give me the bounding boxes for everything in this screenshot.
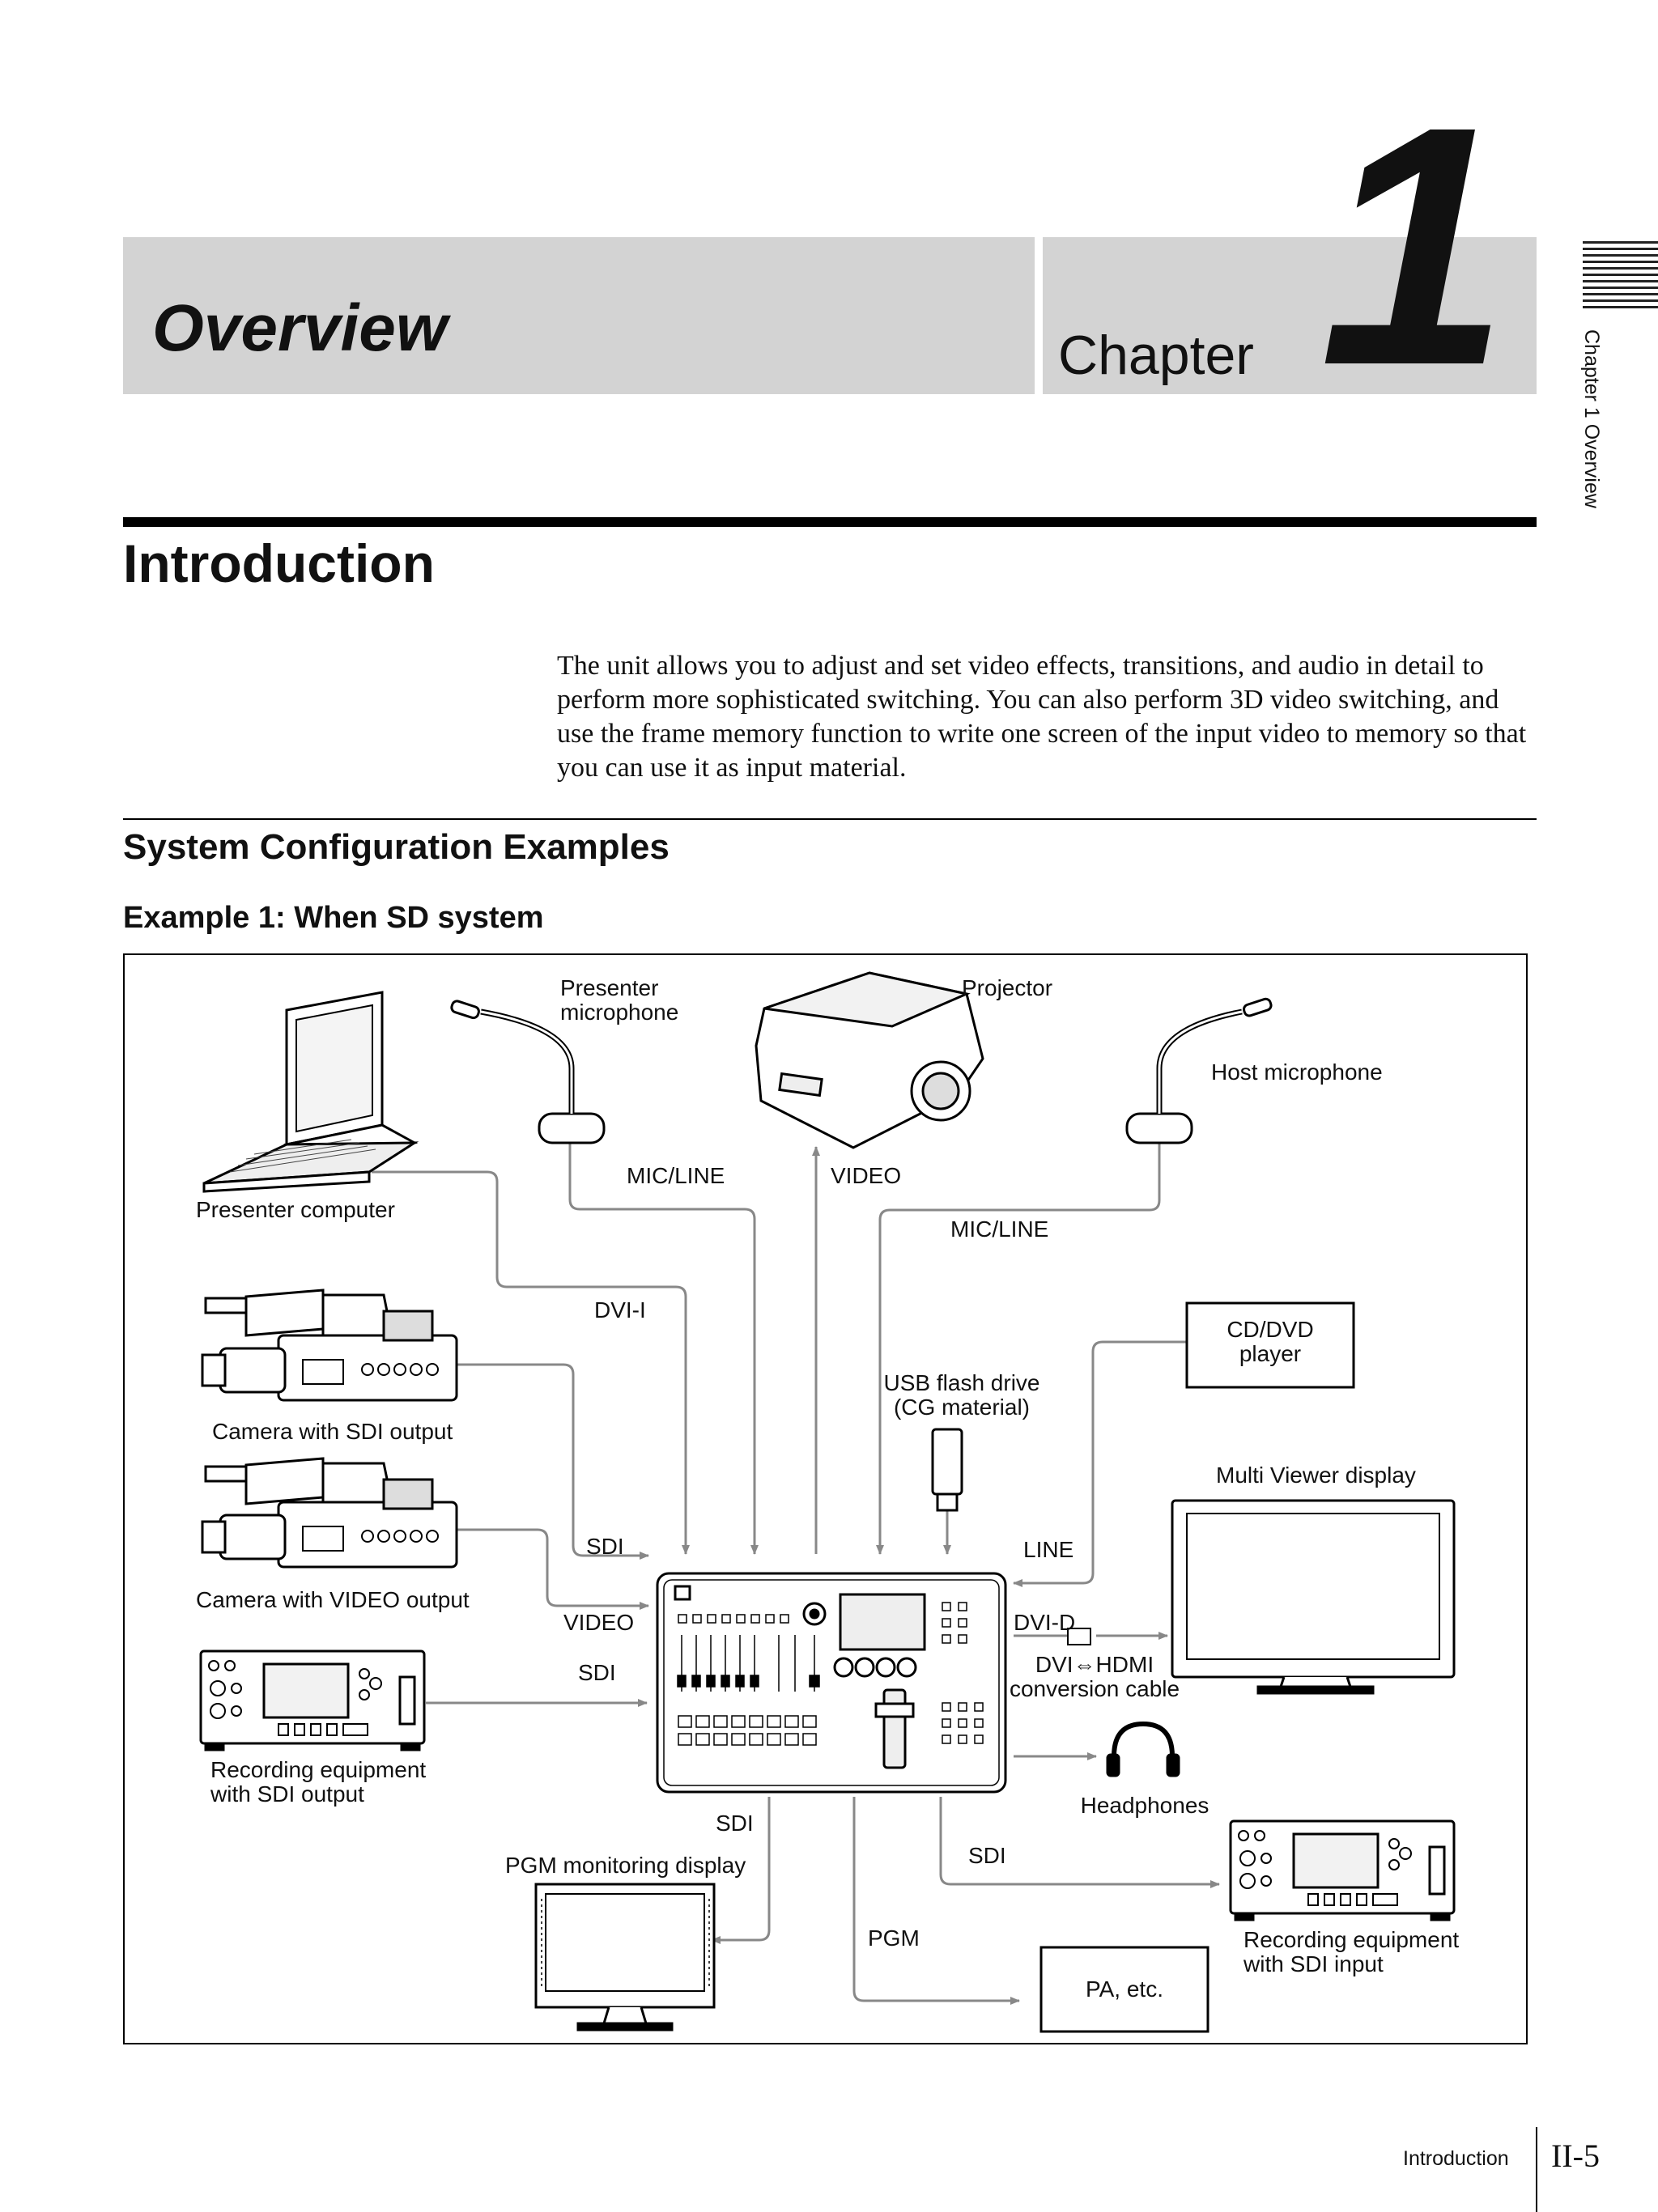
recorder-sdi-input-icon [1229,1819,1456,1921]
multi-viewer-display-icon [1171,1499,1456,1695]
label-multi-viewer: Multi Viewer display [1216,1463,1416,1488]
laptop-icon [202,991,419,1193]
av-switcher-icon [656,1572,1007,1794]
subsection-rule [123,818,1537,820]
page-number: II-5 [1551,2138,1600,2174]
example-title: Example 1: When SD system [123,901,544,935]
host-microphone-icon [1125,997,1273,1144]
chapter-number: 1 [1320,57,1509,436]
pa-box [1039,1946,1209,2033]
signal-video-projector: VIDEO [831,1163,901,1188]
signal-sdi-2: SDI [578,1660,616,1685]
usb-flash-drive-icon [931,1428,963,1512]
system-configuration-diagram: Presenter microphone Projector Host micr… [123,953,1528,2044]
line-dvi-i [372,1170,690,1555]
signal-mic-line-2: MIC/LINE [950,1216,1048,1242]
signal-video-in: VIDEO [563,1610,634,1635]
signal-sdi-pgm-display: SDI [716,1811,754,1836]
label-recorder-in: Recording equipment [1244,1927,1459,1952]
label-presenter-microphone: Presenter [560,975,658,1000]
label-recorder-in-2: with SDI input [1243,1951,1384,1976]
section-rule [123,517,1537,527]
label-converter: DVI⇔HDMI [1035,1652,1154,1677]
side-tab-marker [1583,241,1658,310]
label-recorder-out: Recording equipment [210,1757,426,1782]
label-recorder-out-2: with SDI output [210,1781,364,1807]
label-cd-dvd-2: player [1239,1341,1301,1366]
signal-pgm: PGM [868,1925,920,1951]
label-usb: USB flash drive [884,1370,1040,1395]
presenter-microphone-icon [450,1000,606,1144]
chapter-band [123,237,1035,394]
section-title: Introduction [123,533,435,593]
line-mic-host [876,1144,1161,1555]
line-sdi-pgm-display [711,1797,771,1944]
projector-icon [755,971,984,1149]
signal-line: LINE [1023,1537,1073,1562]
recorder-sdi-output-icon [199,1649,426,1751]
label-headphones: Headphones [1081,1793,1209,1818]
line-sdi-camera [457,1363,649,1560]
chapter-band-number [1043,237,1537,394]
subsection-title: System Configuration Examples [123,827,670,867]
line-video-camera [457,1528,649,1610]
side-tab-label: Chapter 1 Overview [1580,329,1603,508]
label-presenter-microphone-2: microphone [560,1000,678,1025]
chapter-word: Chapter [1058,325,1254,386]
camera-sdi-icon [201,1289,458,1402]
label-host-microphone: Host microphone [1211,1059,1383,1085]
cd-dvd-player-box [1185,1301,1355,1389]
camera-video-icon [201,1457,458,1569]
intro-paragraph: The unit allows you to adjust and set vi… [557,651,1527,783]
label-pgm-display: PGM monitoring display [505,1853,746,1878]
line-line-cddvd [1013,1340,1187,1587]
footer-section-label: Introduction [1403,2147,1509,2170]
headphones-icon [1106,1721,1180,1777]
label-cd-dvd: CD/DVD [1226,1317,1313,1342]
signal-dvi-d: DVI-D [1014,1610,1075,1635]
signal-mic-line-1: MIC/LINE [627,1163,725,1188]
label-projector: Projector [962,975,1052,1000]
label-pa: PA, etc. [1086,1976,1163,2002]
signal-sdi-1: SDI [586,1534,624,1559]
label-presenter-computer: Presenter computer [196,1197,395,1222]
signal-sdi-rec: SDI [968,1843,1006,1868]
line-sdi-rec-in [939,1797,1220,1888]
label-camera-sdi: Camera with SDI output [212,1419,453,1444]
label-usb-2: (CG material) [894,1395,1030,1420]
line-pgm-pa [852,1797,1020,2005]
chapter-title: Overview [152,291,448,365]
line-mic-presenter [568,1144,759,1555]
signal-dvi-i: DVI-I [594,1297,646,1323]
pgm-monitoring-display-icon [534,1883,716,2032]
label-converter-2: conversion cable [1010,1676,1180,1701]
footer-divider [1536,2127,1537,2212]
label-camera-video: Camera with VIDEO output [196,1587,470,1612]
